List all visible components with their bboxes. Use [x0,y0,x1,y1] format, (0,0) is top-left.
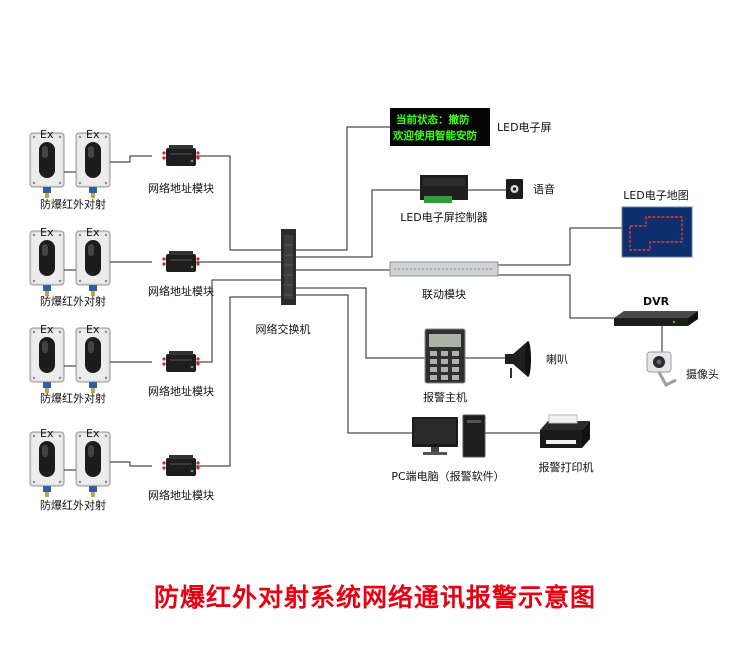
ex-mark: Ex [40,323,54,336]
address-module-1: 网络地址模块 [148,145,214,195]
network-wires [196,126,663,467]
led-screen-label: LED电子屏 [497,121,552,134]
linkage-module: 联动模块 [389,261,499,301]
detector-label: 防爆红外对射 [40,391,106,405]
ex-mark: Ex [86,427,100,440]
diagram-title: 防爆红外对射系统网络通讯报警示意图 [154,583,596,612]
module-label: 网络地址模块 [148,384,214,398]
alarm-host: 报警主机 [423,328,467,404]
pc-label: PC端电脑（报警软件） [391,469,504,483]
ex-mark: Ex [86,323,100,336]
led-screen-line2: 欢迎使用智能安防 [392,129,477,142]
pc: PC端电脑（报警软件） [391,414,505,483]
detector-pair-4: Ex Ex 防爆红外对射 [29,427,152,512]
horn-label: 喇叭 [546,352,568,366]
led-screen: 当前状态：撤防 欢迎使用智能安防 LED电子屏 [390,108,552,146]
detector-pair-3: Ex Ex 防爆红外对射 [29,323,152,405]
led-controller: LED电子屏控制器 [400,175,488,224]
led-screen-line1: 当前状态：撤防 [396,113,470,126]
alarm-host-label: 报警主机 [423,390,467,404]
module-label: 网络地址模块 [148,284,214,298]
printer: 报警打印机 [539,414,594,474]
led-map: LED电子地图 [621,189,693,258]
voice-label: 语音 [533,182,555,196]
ex-mark: Ex [40,427,54,440]
camera-label: 摄像头 [686,367,719,381]
camera: 摄像头 [646,351,719,387]
dvr-label: DVR [643,295,670,308]
network-switch: 网络交换机 [256,229,311,336]
detector-label: 防爆红外对射 [40,197,106,211]
module-label: 网络地址模块 [148,488,214,502]
detector-label: 防爆红外对射 [40,294,106,308]
detector-label: 防爆红外对射 [40,498,106,512]
dvr: DVR [614,295,698,326]
address-module-4: 网络地址模块 [148,455,214,502]
address-module-2: 网络地址模块 [148,251,214,298]
switch-label: 网络交换机 [256,322,311,336]
horn: 喇叭 [505,341,568,378]
ex-mark: Ex [40,128,54,141]
detector-pair-1: Ex Ex 防爆红外对射 [29,128,152,211]
ex-mark: Ex [86,226,100,239]
led-map-label: LED电子地图 [623,189,689,202]
address-module-3: 网络地址模块 [148,351,214,398]
detector-pair-2: Ex Ex 防爆红外对射 [29,226,152,308]
ex-mark: Ex [40,226,54,239]
printer-label: 报警打印机 [539,460,594,474]
linkage-label: 联动模块 [422,288,466,301]
led-controller-label: LED电子屏控制器 [400,210,488,224]
ex-mark: Ex [86,128,100,141]
module-label: 网络地址模块 [148,181,214,195]
voice-speaker: 语音 [506,179,555,199]
